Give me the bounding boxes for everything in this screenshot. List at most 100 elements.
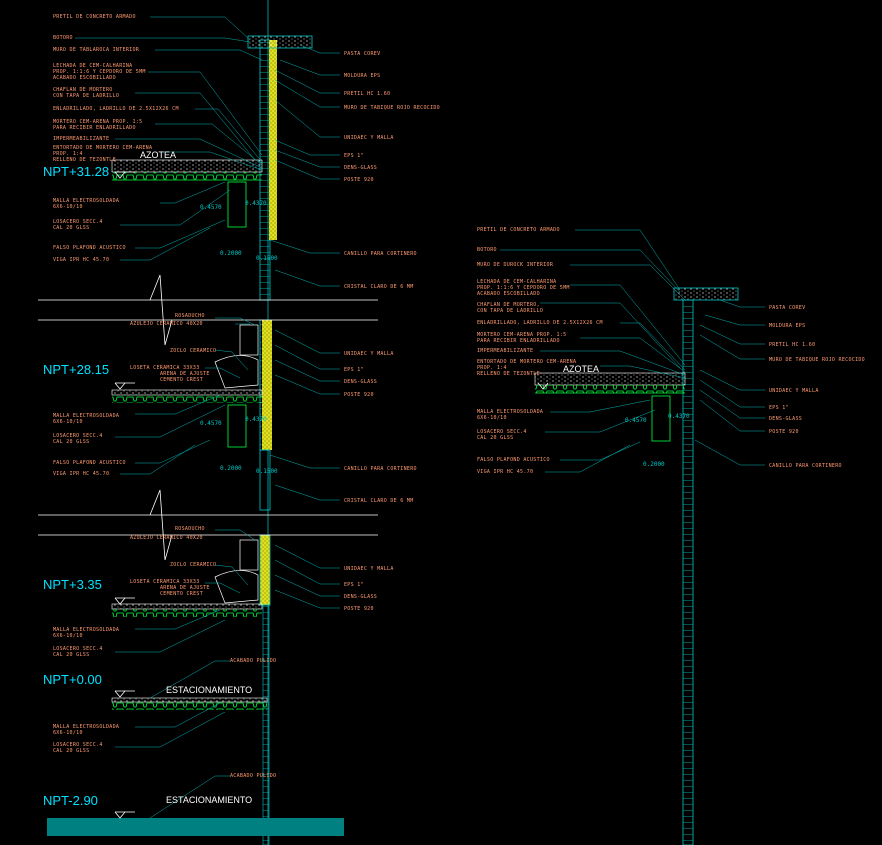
dim-4: 0.1500 xyxy=(256,255,278,262)
detail-label-26: UNIDAEC Y MALLA xyxy=(769,388,819,394)
label-l20: FALSO PLAFOND ACUSTICO xyxy=(53,245,126,251)
label-l18: LOSACERO SECC.4 xyxy=(53,219,103,225)
roof-deck xyxy=(112,172,262,180)
detail-label-17: 6X6-10/10 xyxy=(477,415,507,421)
roof-beam xyxy=(227,181,247,228)
detail-label-28: DENS-GLASS xyxy=(769,416,803,422)
detail-label-12: IMPERMEABILIZANTE xyxy=(477,348,534,354)
detail-label-5: PROP. 1:1:6 Y CEPDORO DE 5MM xyxy=(477,285,570,291)
label-l31: CAL 20 GLSS xyxy=(53,439,90,445)
label-l37: LOSETA CERAMICA 33X33 xyxy=(130,579,200,585)
level-roof: NPT+31.28 xyxy=(43,164,110,179)
label-r14: POSTE 920 xyxy=(344,392,374,398)
label-l8: CON TAPA DE LADRILLO xyxy=(53,93,120,99)
label-l40: MALLA ELECTROSOLDADA xyxy=(53,627,120,633)
detail-beam xyxy=(651,395,671,442)
label-r15: CANILLO PARA CORTINERO xyxy=(344,466,417,472)
label-l19: CAL 20 GLSS xyxy=(53,225,90,231)
label-r17: UNIDAEC Y MALLA xyxy=(344,566,394,572)
level-floor1: NPT+3.35 xyxy=(43,577,102,592)
detail-label-23: MOLDURA EPS xyxy=(769,323,806,329)
detail-roof-deck xyxy=(535,385,685,393)
label-l42: LOSACERO SECC.4 xyxy=(53,646,103,652)
label-r8: POSTE 920 xyxy=(344,177,374,183)
label-l23: AZULEJO CERAMICO 40X20 xyxy=(130,321,203,327)
detail-label-20: FALSO PLAFOND ACUSTICO xyxy=(477,457,550,463)
leaders-right xyxy=(269,44,340,609)
detail-label-16: MALLA ELECTROSOLDADA xyxy=(477,409,544,415)
level-marker-basement xyxy=(114,811,135,819)
label-r19: DENS-GLASS xyxy=(344,594,378,600)
label-r13: DENS-GLASS xyxy=(344,379,378,385)
label-r20: POSTE 920 xyxy=(344,606,374,612)
floor2-slab xyxy=(111,389,263,396)
level-basement: NPT-2.90 xyxy=(43,793,98,808)
label-l49: ACABADO PULIDO xyxy=(230,773,277,779)
label-l7: CHAFLAN DE MORTERO xyxy=(53,87,113,93)
detail-label-13: ENTORTADO DE MORTERO CEM-ARENA xyxy=(477,359,577,365)
dim-9: 0.4570 xyxy=(625,417,647,424)
detail-label-14: PROP. 1:4 xyxy=(477,365,507,371)
floor1-slab xyxy=(111,603,263,610)
label-l21: VIGA IPR HC 45.70 xyxy=(53,257,110,263)
label-l28: MALLA ELECTROSOLDADA xyxy=(53,413,120,419)
label-l33: VIGA IPR HC 45.70 xyxy=(53,471,110,477)
level-marker-floor1 xyxy=(114,597,135,605)
room-ground: ESTACIONAMIENTO xyxy=(166,685,253,695)
label-l32: FALSO PLAFOND ACUSTICO xyxy=(53,460,126,466)
label-r6: EPS 1" xyxy=(344,153,364,159)
room-basement: ESTACIONAMIENTO xyxy=(166,795,253,805)
dim-11: 0.2000 xyxy=(643,461,665,468)
dim-8: 0.1500 xyxy=(256,468,278,475)
label-l30: LOSACERO SECC.4 xyxy=(53,433,103,439)
label-r1: PASTA COREV xyxy=(344,51,381,57)
label-l17: 6X6-10/10 xyxy=(53,204,83,210)
floor1-deck xyxy=(112,609,262,617)
label-l41: 6X6-10/10 xyxy=(53,633,83,639)
floor2-deck xyxy=(112,395,262,403)
facade-column-low xyxy=(262,604,270,845)
roof-slab xyxy=(111,159,263,173)
detail-label-6: ACABADO ESCOBILLADO xyxy=(477,291,540,297)
detail-label-25: MURO DE TABIQUE ROJO RECOCIDO xyxy=(769,357,865,363)
dim-6: 0.4370 xyxy=(245,416,267,423)
ground-deck xyxy=(112,702,267,710)
label-l43: CAL 20 GLSS xyxy=(53,652,90,658)
label-r2: MOLDURA EPS xyxy=(344,73,381,79)
label-l39: CEMENTO CREST xyxy=(160,591,204,597)
detail-label-2: BOTORO xyxy=(477,247,497,253)
label-l46: 6X6-10/10 xyxy=(53,730,83,736)
label-l11: PARA RECIBIR ENLADRILLADO xyxy=(53,125,136,131)
detail-label-30: CANILLO PARA CORTINERO xyxy=(769,463,842,469)
detail-roof-slab xyxy=(534,372,686,386)
detail-label-15: RELLENO DE TEZONTLE xyxy=(477,371,540,377)
detail-label-9: ENLADRILLADO, LADRILLO DE 2.5X12X26 CM xyxy=(477,320,603,326)
label-l12: IMPERMEABILIZANTE xyxy=(53,136,110,142)
level-floor2: NPT+28.15 xyxy=(43,362,110,377)
insulation-upper xyxy=(269,40,277,240)
label-l9: ENLADRILLADO, LADRILLO DE 2.5X12X26 CM xyxy=(53,106,179,112)
label-r3: PRETIL HC 1.60 xyxy=(344,91,391,97)
label-l13: ENTORTADO DE MORTERO CEM-ARENA xyxy=(53,145,153,151)
dim-2: 0.4370 xyxy=(245,200,267,207)
label-l24: ZOCLO CERAMICO xyxy=(170,348,217,354)
room-roof: AZOTEA xyxy=(140,150,177,160)
label-l1: PRETIL DE CONCRETO ARMADO xyxy=(53,14,136,20)
detail-label-24: PRETIL HC 1.60 xyxy=(769,342,816,348)
label-l44: ACABADO PULIDO xyxy=(230,658,277,664)
detail-label-1: PRETIL DE CONCRETO ARMADO xyxy=(477,227,560,233)
label-l3: MURO DE TABLAROCA INTERIOR xyxy=(53,47,140,53)
detail-label-22: PASTA COREV xyxy=(769,305,806,311)
label-l22: ROSADUCHO xyxy=(175,313,205,319)
basement-slab xyxy=(47,818,344,836)
label-r7: DENS-GLASS xyxy=(344,165,378,171)
label-l45: MALLA ELECTROSOLDADA xyxy=(53,724,120,730)
label-l15: RELLENO DE TEZONTLE xyxy=(53,157,116,163)
detail-label-18: LOSACERO SECC.4 xyxy=(477,429,527,435)
dim-5: 0.4570 xyxy=(200,420,222,427)
toilet-upper xyxy=(214,324,259,389)
break-line-1 xyxy=(38,274,378,346)
level-marker-floor2 xyxy=(114,382,135,390)
detail-label-3: MURO DE DUROCK INTERIOR xyxy=(477,262,554,268)
